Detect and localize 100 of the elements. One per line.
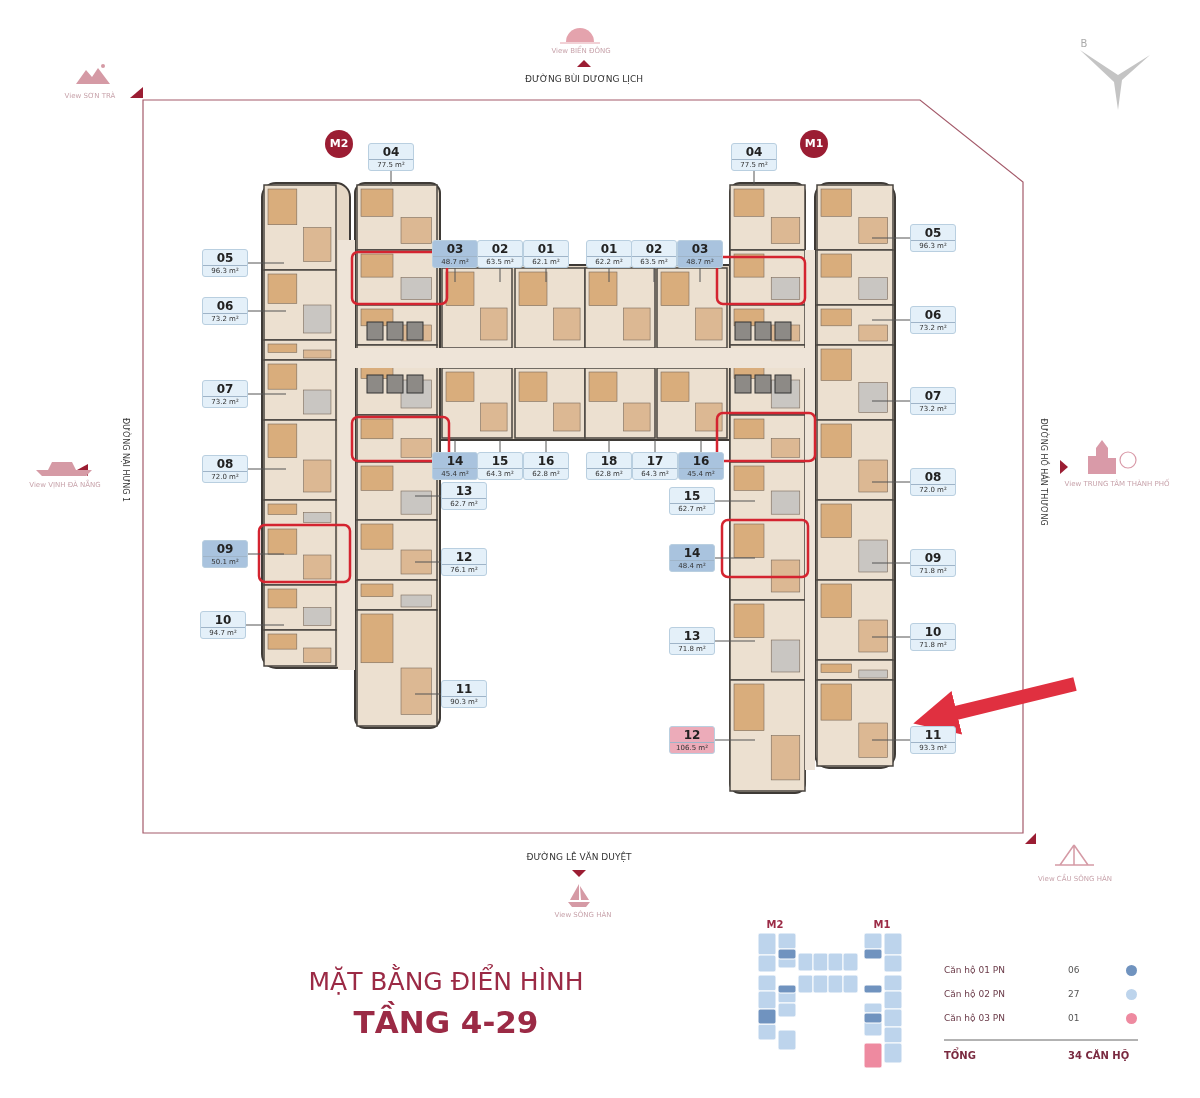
leader-line (653, 267, 655, 283)
unit-tag (669, 627, 715, 655)
unit-number: 12 (682, 728, 702, 742)
wing-badge: M1 (800, 130, 828, 158)
unit-tag (441, 680, 487, 708)
unit-number: 03 (445, 242, 465, 256)
legend-label: Căn hộ 02 PN (944, 989, 1005, 999)
unit-number: 12 (454, 550, 474, 564)
unit-number: 07 (215, 382, 235, 396)
unit-number: 03 (690, 242, 710, 256)
unit-tag (669, 487, 715, 515)
legend-label: Căn hộ 03 PN (944, 1013, 1005, 1023)
leader-line (714, 640, 756, 642)
unit-number: 09 (215, 542, 235, 556)
unit-tag (477, 240, 523, 268)
unit-number: 05 (923, 226, 943, 240)
unit-number: 01 (599, 242, 619, 256)
street-name: ĐƯỜNG BÙI DƯƠNG LỊCH (525, 75, 643, 85)
unit-number: 11 (454, 682, 474, 696)
leader-line (247, 310, 287, 312)
unit-number: 02 (644, 242, 664, 256)
leader-line (247, 393, 287, 395)
leader-line (654, 439, 656, 453)
unit-tag (432, 240, 478, 268)
unit-tag (910, 726, 956, 754)
unit-tag (910, 623, 956, 651)
unit-number: 09 (923, 551, 943, 565)
unit-number: 18 (599, 454, 619, 468)
unit-number: 08 (215, 457, 235, 471)
street-name: ĐƯỜNG LÊ VĂN DUYỆT (526, 853, 632, 863)
unit-count: 01 (1068, 1014, 1080, 1024)
unit-number: 16 (691, 454, 711, 468)
wing-name: M2 (766, 918, 784, 930)
leader-line (545, 439, 547, 453)
unit-number: 15 (682, 489, 702, 503)
unit-tag (910, 224, 956, 252)
leader-line (753, 170, 755, 186)
unit-tag (202, 297, 248, 325)
leader-line (699, 267, 701, 283)
leader-line (871, 400, 911, 402)
leader-line (247, 553, 285, 555)
leader-line (700, 439, 702, 453)
unit-tag (523, 452, 569, 480)
unit-count: 27 (1068, 990, 1080, 1000)
unit-number: 14 (445, 454, 465, 468)
leader-line (871, 237, 911, 239)
leader-line (414, 495, 442, 497)
unit-tag (910, 306, 956, 334)
legend-label: Căn hộ 01 PN (944, 965, 1005, 975)
leader-line (247, 262, 285, 264)
unit-tag (202, 380, 248, 408)
leader-line (714, 557, 756, 559)
unit-tag (202, 455, 248, 483)
unit-number: 02 (490, 242, 510, 256)
highlight-arrow (913, 677, 1077, 735)
unit-tag (910, 387, 956, 415)
street-name: ĐƯỜNG NẠI HƯNG 1 (120, 417, 130, 503)
unit-tag (202, 249, 248, 277)
unit-tag (200, 611, 246, 639)
leader-line (390, 170, 392, 186)
unit-tag (368, 143, 414, 171)
leader-line (871, 481, 911, 483)
unit-number: 16 (536, 454, 556, 468)
wing-name: M1 (873, 918, 891, 930)
leader-line (871, 562, 911, 564)
leader-line (245, 624, 285, 626)
leader-line (714, 739, 756, 741)
leader-line (871, 636, 911, 638)
leader-line (608, 439, 610, 453)
unit-number: 06 (923, 308, 943, 322)
unit-number: 13 (454, 484, 474, 498)
unit-number: 17 (645, 454, 665, 468)
unit-number: 08 (923, 470, 943, 484)
street-name: ĐƯỜNG HỒ HÁN THƯƠNG (1038, 418, 1048, 526)
unit-number: 10 (923, 625, 943, 639)
leader-line (608, 267, 610, 283)
total-label: TỔNG (944, 1049, 976, 1061)
unit-tag (731, 143, 777, 171)
unit-number: 07 (923, 389, 943, 403)
unit-tag (677, 240, 723, 268)
leader-line (871, 739, 911, 741)
total-count: 34 CĂN HỘ (1068, 1049, 1130, 1061)
unit-tag (586, 240, 632, 268)
unit-tag (432, 452, 478, 480)
unit-tag (669, 726, 715, 754)
unit-tag (441, 548, 487, 576)
unit-tag (523, 240, 569, 268)
unit-number: 13 (682, 629, 702, 643)
leader-line (454, 439, 456, 453)
unit-number: 15 (490, 454, 510, 468)
unit-tag (586, 452, 632, 480)
unit-tag (669, 544, 715, 572)
unit-tag (910, 468, 956, 496)
wing-badge: M2 (325, 130, 353, 158)
leader-line (414, 693, 442, 695)
leader-line (414, 561, 442, 563)
unit-tag (910, 549, 956, 577)
unit-tag (477, 452, 523, 480)
unit-tag (631, 240, 677, 268)
leader-line (499, 439, 501, 453)
